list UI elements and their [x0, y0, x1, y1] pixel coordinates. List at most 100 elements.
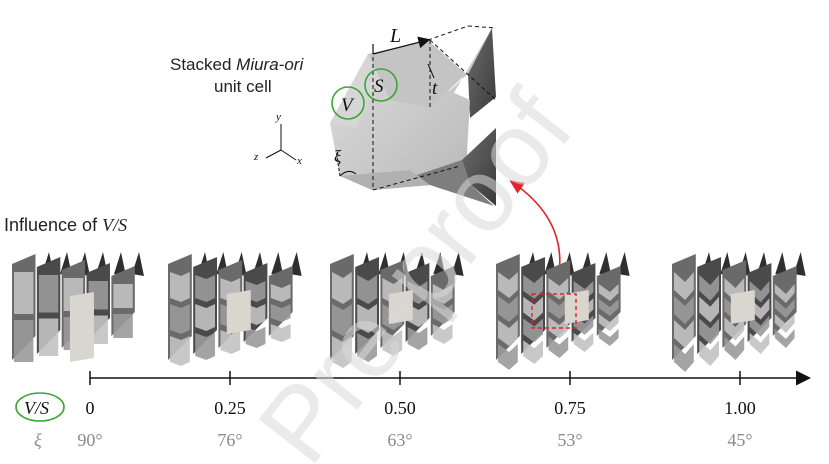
top-face-right	[368, 40, 466, 108]
axis-z-label: z	[253, 151, 259, 163]
lower-wedge-dark	[462, 128, 496, 206]
zigzag-face	[195, 275, 215, 302]
zigzag-face	[432, 304, 453, 324]
unit-cell-caption-line2: unit cell	[214, 77, 272, 96]
tooth	[271, 252, 284, 276]
zigzag-face	[432, 284, 453, 304]
tick-ratio-label: 0.50	[384, 398, 416, 418]
zigzag-face	[724, 317, 745, 341]
structure-renders	[12, 252, 806, 372]
zigzag-face	[674, 272, 694, 300]
zigzag-face	[357, 333, 377, 362]
zigzag-face	[195, 304, 215, 331]
lower-left-face	[340, 170, 430, 190]
zigzag-face	[170, 304, 190, 334]
influence-ratio: V/S	[102, 215, 127, 235]
zigzag-face	[674, 344, 694, 372]
ratio-green-oval	[15, 392, 65, 422]
zigzag-face	[332, 336, 352, 368]
zigzag-face	[498, 296, 518, 322]
L-dimension-line	[372, 36, 431, 55]
zigzag-face	[498, 320, 518, 346]
tick-angle-label: 90°	[77, 430, 102, 450]
tooth	[775, 252, 788, 276]
angle-xi-label: ξ	[334, 147, 342, 166]
zigzag-face	[749, 281, 770, 303]
front-cell	[226, 290, 251, 334]
zigzag-face	[432, 324, 453, 344]
zigzag-face	[170, 336, 190, 366]
tooth	[132, 252, 144, 276]
tick-angle-label: 45°	[727, 430, 752, 450]
influence-prefix: Influence of	[4, 215, 102, 235]
tick-ratio-label: 1.00	[724, 398, 756, 418]
front-cell	[730, 290, 755, 324]
zigzag-face	[270, 324, 291, 342]
back-wall-dark	[468, 28, 496, 118]
t-label: t	[432, 78, 438, 99]
zigzag-face	[548, 297, 569, 319]
top-face-left	[330, 54, 390, 128]
axis-ratio-label: V/S	[24, 398, 49, 418]
zigzag-face	[699, 318, 719, 345]
zigzag-face	[270, 284, 291, 302]
zigzag-face	[220, 330, 241, 354]
zigzag-face	[749, 332, 770, 354]
zigzag-face	[195, 333, 215, 360]
lower-wedge-face	[372, 160, 494, 206]
tooth	[451, 252, 464, 276]
zigzag-face	[523, 340, 543, 364]
angle-arc	[339, 170, 357, 177]
zigzag-face	[774, 329, 795, 348]
S-green-circle	[364, 68, 398, 102]
zigzag-face	[749, 315, 770, 337]
structure-render	[496, 252, 630, 370]
caption-prefix: Stacked	[170, 55, 236, 74]
zigzag-face	[245, 327, 266, 348]
axis-x-label: x	[296, 155, 302, 167]
axis-angle-label: ξ	[34, 430, 42, 450]
front-cell	[564, 290, 589, 324]
tick-angle-label: 63°	[387, 430, 412, 450]
zigzag-face	[498, 344, 518, 370]
zigzag-face	[382, 330, 403, 356]
influence-heading: Influence of V/S	[4, 215, 127, 235]
angle-ref-line	[335, 149, 341, 177]
structure-render	[672, 252, 806, 372]
axis-y-label: y	[275, 111, 281, 123]
zigzag-face	[523, 275, 543, 299]
unit-cell-diagram: Stacked Miura-ori unit cell L t	[170, 25, 497, 206]
V-label: V	[341, 95, 355, 116]
tick-angle-label: 53°	[557, 430, 582, 450]
zigzag-face	[774, 299, 795, 318]
zigzag-face	[357, 304, 377, 333]
S-label: S	[374, 76, 384, 97]
zigzag-face	[357, 275, 377, 304]
unit-cell-caption-line1: Stacked Miura-ori	[170, 55, 304, 74]
tick-ratio-label: 0	[86, 398, 95, 418]
zigzag-face	[548, 317, 569, 339]
structure-render	[12, 252, 144, 362]
zigzag-face	[523, 318, 543, 343]
zigzag-face	[498, 272, 518, 298]
zigzag-face	[14, 272, 34, 314]
tooth	[114, 252, 126, 276]
zigzag-face	[699, 275, 719, 301]
tooth	[289, 252, 302, 276]
caption-italic: Miura-ori	[236, 55, 304, 74]
zigzag-face	[523, 296, 543, 321]
zigzag-face	[113, 284, 133, 308]
zigzag-face	[674, 296, 694, 324]
zigzag-face	[270, 304, 291, 322]
tick-ratio-label: 0.25	[214, 398, 246, 418]
zigzag-face	[38, 318, 59, 356]
zigzag-face	[774, 314, 795, 333]
zigzag-face	[724, 336, 745, 360]
L-label: L	[389, 25, 401, 47]
tooth	[793, 252, 806, 276]
zigzag-face	[38, 275, 59, 313]
zigzag-face	[598, 299, 619, 316]
V-green-circle	[331, 86, 365, 120]
